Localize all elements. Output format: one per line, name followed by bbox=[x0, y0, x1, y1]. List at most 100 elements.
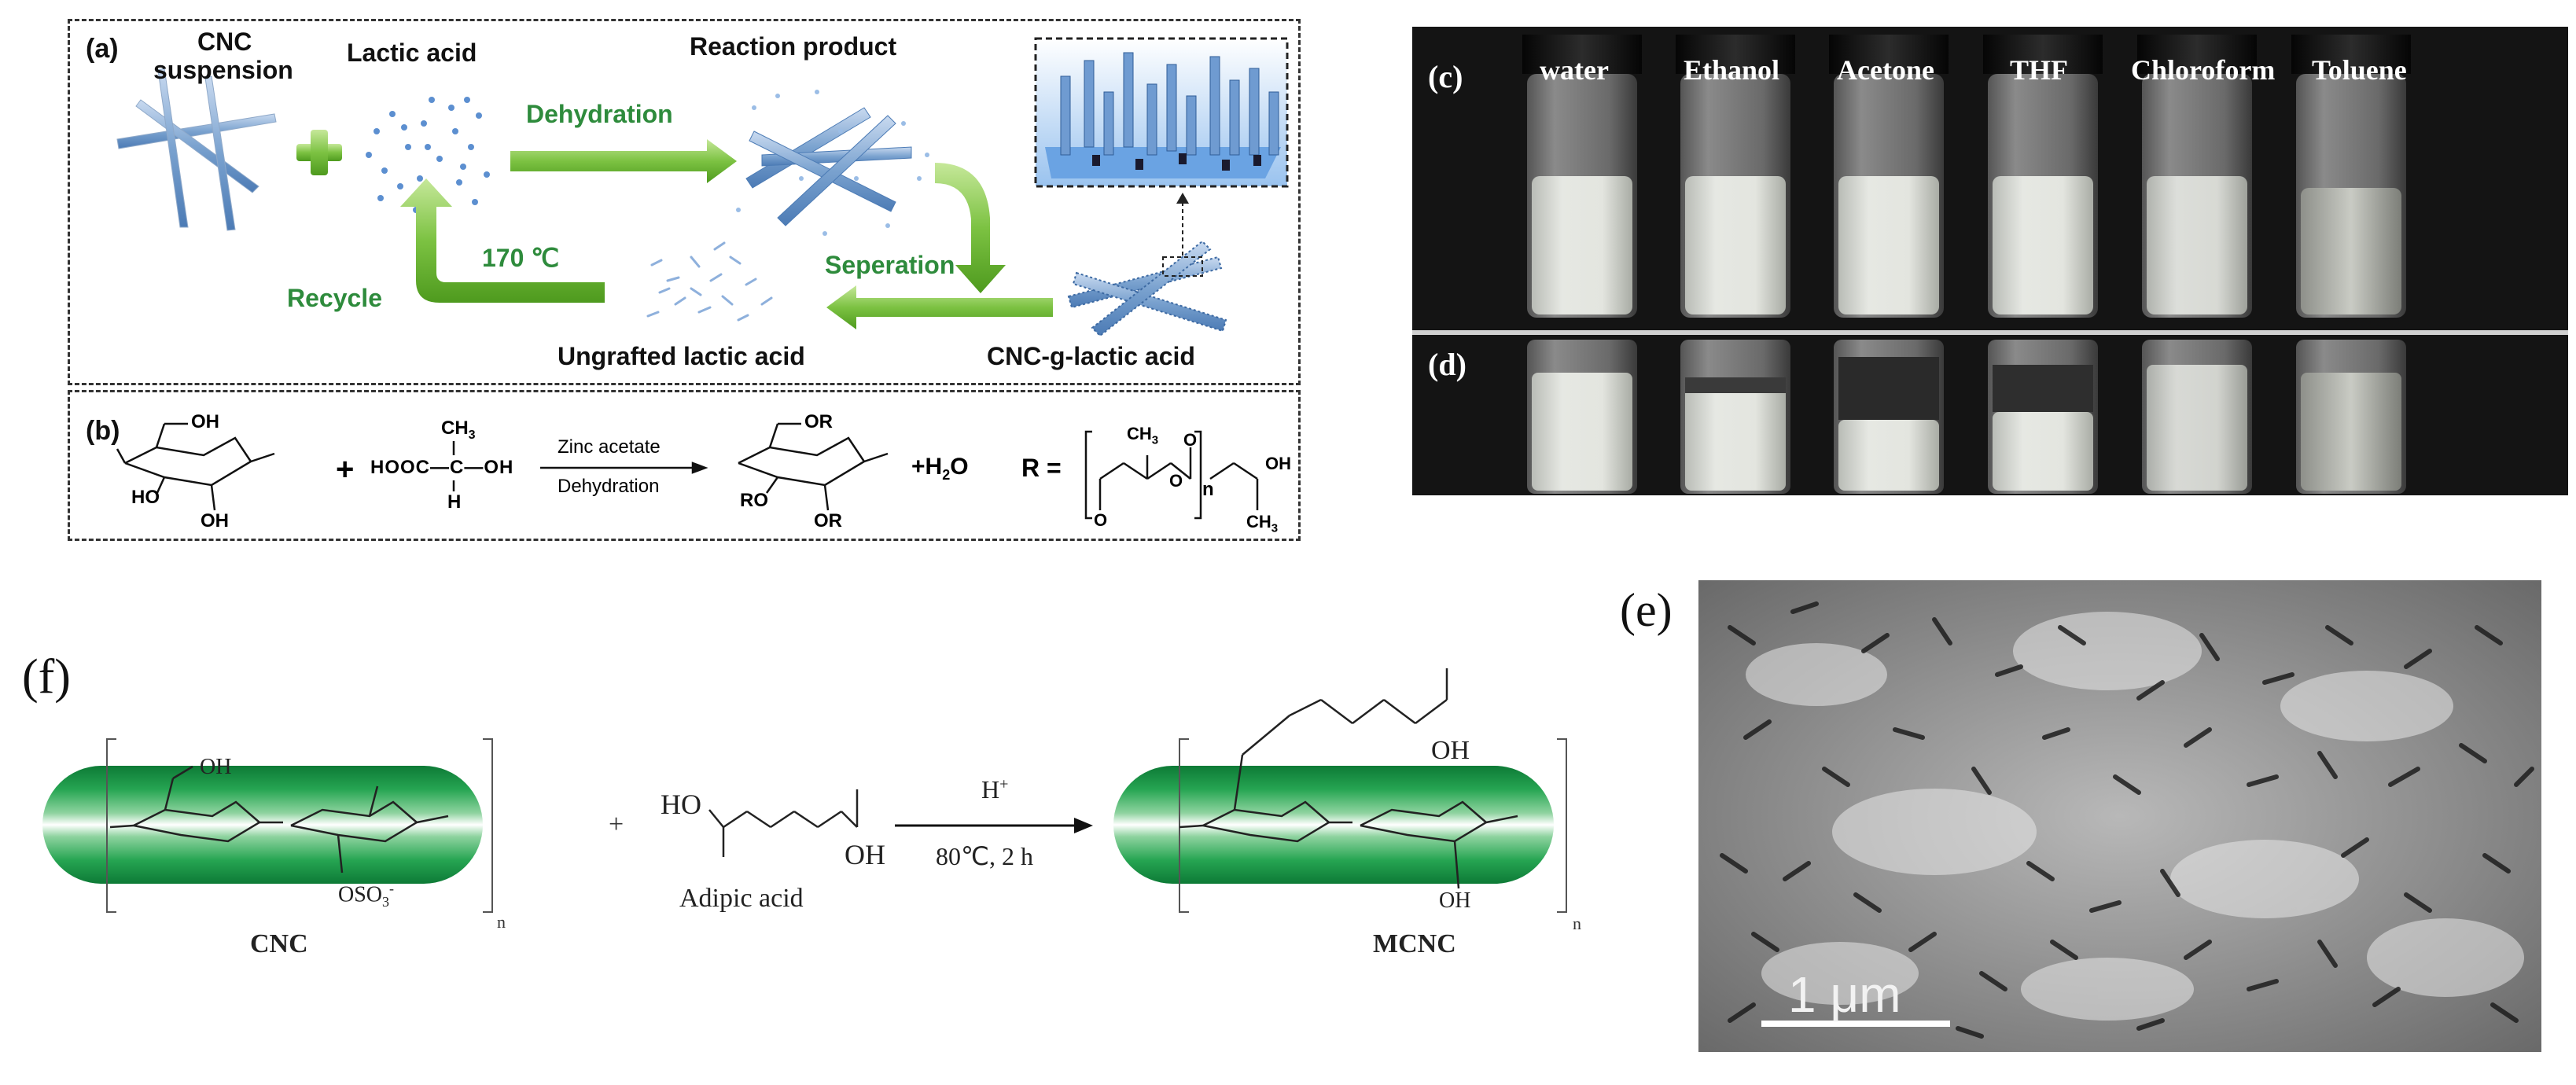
o-r-bottom: O bbox=[1094, 510, 1108, 530]
lactic-formula: HOOC—C—OH bbox=[370, 457, 514, 478]
panel-b: (b) OH HO OH + CH3 HOOC—C—OH H Zinc acet… bbox=[68, 390, 1301, 541]
plus-sign-b: + bbox=[336, 452, 355, 487]
cnc-oh-top: OH bbox=[200, 755, 232, 779]
curved-down-arrow bbox=[935, 163, 1006, 293]
lactic-dots bbox=[366, 97, 490, 213]
h-label: H bbox=[447, 491, 462, 513]
vials-c bbox=[1522, 35, 2411, 318]
ch3-sub: 3 bbox=[468, 428, 476, 442]
adipic-ho: HO bbox=[661, 789, 701, 820]
zoom-box bbox=[1162, 256, 1203, 277]
mcnc-band bbox=[1113, 766, 1554, 884]
recycle-label: Recycle bbox=[287, 284, 382, 312]
oh-bottom-label: OH bbox=[201, 510, 229, 531]
dehydration-label: Dehydration bbox=[526, 100, 673, 128]
or-top-label: OR bbox=[804, 411, 833, 432]
reaction-dots bbox=[736, 90, 929, 236]
cnc-n-label: n bbox=[497, 912, 506, 932]
mcnc-n-label: n bbox=[1573, 914, 1581, 933]
oh-r-label: OH bbox=[1265, 454, 1291, 473]
oso3-text: OSO bbox=[338, 882, 383, 907]
catalyst-label: Zinc acetate bbox=[558, 436, 661, 458]
panel-b-reaction bbox=[116, 422, 1259, 520]
panel-f-tag: (f) bbox=[22, 650, 71, 704]
vials-drawing bbox=[1412, 35, 2568, 494]
separation-label: Seperation bbox=[825, 251, 955, 279]
solvent-label-acetone: Acetone bbox=[1837, 54, 1934, 86]
reagent-plus: + bbox=[999, 775, 1009, 793]
o-r-top: O bbox=[1183, 430, 1198, 450]
reaction-rods bbox=[745, 107, 912, 226]
cnc-rods bbox=[116, 68, 277, 231]
ro-left-label: RO bbox=[740, 490, 768, 511]
cnc-label: CNC bbox=[250, 929, 308, 958]
water-o: O bbox=[950, 454, 969, 480]
solvent-label-toluene: Toluene bbox=[2312, 54, 2407, 86]
panel-f-scheme: + HO OH Adipic acid H+ 80℃, 2 h OH OSO3-… bbox=[31, 621, 1675, 983]
ch3-r-top-sub: 3 bbox=[1151, 433, 1159, 447]
dehydration-arrow bbox=[510, 139, 737, 183]
water-sub: 2 bbox=[942, 467, 951, 483]
ho-left-label: HO bbox=[131, 487, 160, 508]
vials-d bbox=[1527, 340, 2406, 494]
separation-arrow bbox=[826, 285, 1053, 329]
ch3-r-bottom: CH3 bbox=[1246, 512, 1278, 535]
oso3-sup: - bbox=[389, 881, 395, 896]
oso3-sub: 3 bbox=[382, 893, 390, 910]
lactic-acid-label: Lactic acid bbox=[347, 39, 477, 67]
panel-a-tag: (a) bbox=[86, 34, 119, 64]
temperature-label: 170 ℃ bbox=[482, 244, 560, 272]
adipic-acid-label: Adipic acid bbox=[679, 884, 804, 913]
cnc-label-line2: suspension bbox=[153, 56, 293, 84]
grafted-rods bbox=[1067, 240, 1227, 337]
cnc-label-line1: CNC bbox=[197, 28, 252, 56]
green-plus bbox=[296, 130, 342, 175]
water-h: +H bbox=[911, 454, 943, 480]
mcnc-label: MCNC bbox=[1373, 929, 1456, 958]
ch3-text: CH bbox=[441, 417, 469, 439]
cnc-oso3-label: OSO3- bbox=[338, 881, 394, 910]
condition-label: Dehydration bbox=[558, 476, 660, 497]
tem-texture bbox=[1698, 580, 2541, 1052]
ungrafted-label: Ungrafted lactic acid bbox=[558, 342, 805, 370]
oh-top-label: OH bbox=[191, 411, 219, 432]
panel-cd-photo: (c) (d) water Ethanol Acetone THF Chloro… bbox=[1412, 27, 2568, 495]
panel-f-drawing bbox=[42, 668, 1567, 913]
ch3-r-top-text: CH bbox=[1127, 424, 1152, 443]
o-r-label: O bbox=[1169, 471, 1183, 491]
adipic-oh: OH bbox=[845, 839, 885, 870]
ungrafted-cluster bbox=[646, 241, 773, 322]
panel-e-tag: (e) bbox=[1620, 584, 1673, 636]
ch3-r-bottom-text: CH bbox=[1246, 512, 1271, 531]
scale-bar-label: 1 μm bbox=[1788, 966, 1901, 1023]
reaction-product-label: Reaction product bbox=[690, 32, 897, 61]
solvent-label-ethanol: Ethanol bbox=[1684, 54, 1780, 86]
solvent-label-chloroform: Chloroform bbox=[2131, 54, 2276, 86]
inset-graft-view bbox=[1034, 37, 1289, 188]
reaction-arrowhead bbox=[1074, 818, 1093, 833]
ch3-r-top: CH3 bbox=[1127, 424, 1158, 447]
panel-e-micrograph: 1 μm bbox=[1698, 580, 2541, 1052]
or-bottom-label: OR bbox=[814, 510, 842, 531]
n-r-label: n bbox=[1202, 479, 1214, 500]
panel-a-scheme bbox=[116, 37, 1289, 337]
panel-a: (a) CNC suspension Lactic acid Reaction … bbox=[68, 19, 1301, 385]
water-label: +H2O bbox=[911, 454, 969, 484]
ch3-r-bottom-sub: 3 bbox=[1271, 521, 1279, 535]
grafted-label: CNC-g-lactic acid bbox=[987, 342, 1195, 370]
mcnc-oh-bottom: OH bbox=[1439, 888, 1471, 913]
panel-b-tag: (b) bbox=[86, 416, 120, 446]
reagent-h: H bbox=[981, 775, 1000, 804]
r-equals-label: R = bbox=[1021, 454, 1062, 482]
cnc-band bbox=[42, 766, 483, 884]
reagent-label: H+ bbox=[981, 775, 1008, 804]
recycle-arrow bbox=[400, 178, 605, 303]
panel-d-tag: (d) bbox=[1428, 347, 1466, 382]
panel-c-tag: (c) bbox=[1428, 59, 1463, 94]
solvent-label-water: water bbox=[1540, 54, 1609, 86]
solvent-label-thf: THF bbox=[2010, 54, 2069, 86]
condition-label-f: 80℃, 2 h bbox=[936, 842, 1033, 870]
mcnc-oh-top: OH bbox=[1431, 736, 1470, 765]
ch3-label: CH3 bbox=[441, 417, 476, 443]
scale-bar bbox=[1761, 1021, 1950, 1027]
